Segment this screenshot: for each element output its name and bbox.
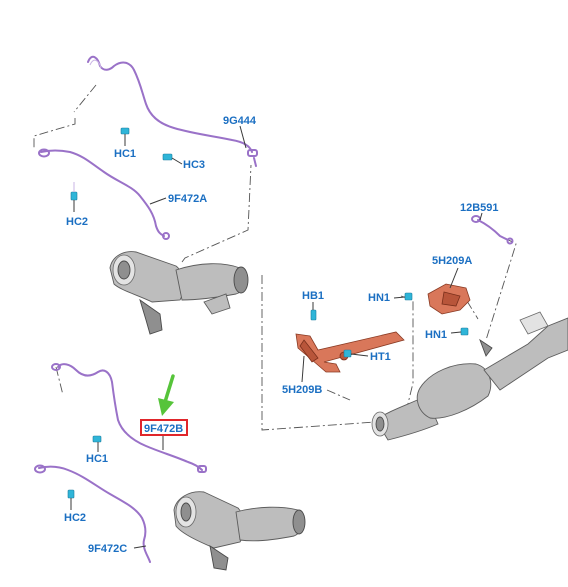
label-9f472a[interactable]: 9F472A	[168, 193, 207, 205]
callout-labels: 9G444 HC1 HC3 9F472A HC2 12B591 5H209A H…	[64, 115, 499, 555]
upper-sensor-harness	[38, 55, 258, 240]
label-hc1-top[interactable]: HC1	[114, 148, 136, 160]
hc1-top-clip	[120, 127, 130, 135]
main-exhaust-pipe	[371, 311, 568, 441]
hb1-bolt	[310, 309, 317, 321]
label-hc1-bottom[interactable]: HC1	[86, 453, 108, 465]
hc1-bottom-clip	[92, 435, 102, 443]
sensor-12b591	[471, 215, 514, 245]
label-9f472c[interactable]: 9F472C	[88, 543, 127, 555]
label-hn1-upper[interactable]: HN1	[368, 292, 390, 304]
highlight-box	[140, 419, 188, 436]
label-ht1[interactable]: HT1	[370, 351, 391, 363]
label-5h209a[interactable]: 5H209A	[432, 255, 472, 267]
lower-sensor-harness	[34, 363, 207, 563]
leader-lines	[70, 125, 483, 549]
label-hc2-top[interactable]: HC2	[66, 216, 88, 228]
label-9g444[interactable]: 9G444	[223, 115, 257, 127]
label-hc2-bottom[interactable]: HC2	[64, 512, 86, 524]
hc2-top-clip	[70, 191, 78, 201]
hn1-upper-nut	[404, 292, 413, 301]
label-5h209b[interactable]: 5H209B	[282, 384, 322, 396]
hn1-lower-nut	[460, 327, 469, 336]
lower-catalytic-converter	[173, 491, 306, 571]
label-9f472b[interactable]: 9F472B	[144, 423, 183, 435]
label-hb1[interactable]: HB1	[302, 290, 324, 302]
bracket-5h209a	[404, 283, 471, 336]
label-hc3[interactable]: HC3	[183, 159, 205, 171]
down-arrow-icon	[158, 374, 175, 416]
label-hn1-lower[interactable]: HN1	[425, 329, 447, 341]
label-12b591[interactable]: 12B591	[460, 202, 499, 214]
hc2-bottom-clip	[67, 489, 75, 499]
upper-catalytic-converter	[109, 251, 249, 335]
hc3-clip	[162, 153, 173, 161]
